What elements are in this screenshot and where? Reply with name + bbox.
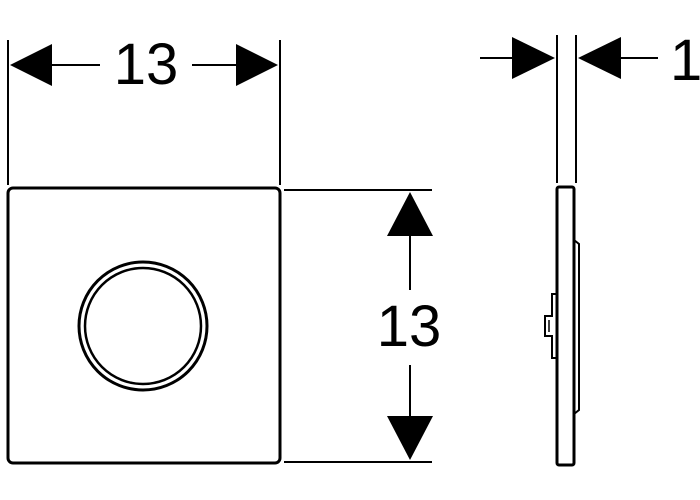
button-outer-ring [77,260,209,392]
front-plate-outline [6,186,282,465]
width-arrow-right [236,44,278,86]
height-arrow-top [387,192,433,236]
depth-label: 1 [670,28,700,93]
depth-dimension: 1 [480,28,700,183]
button-inner-ring [83,266,203,386]
height-label: 13 [377,294,442,359]
side-rear-frame [573,239,580,415]
side-plate-outline [555,185,576,467]
height-arrow-bottom [387,416,433,460]
side-actuator [544,293,557,359]
front-view [6,186,282,465]
depth-arrow-right [578,37,621,79]
width-dimension: 13 [7,32,281,185]
width-arrow-left [10,44,52,86]
height-dimension: 13 [284,189,442,463]
depth-arrow-left [512,37,555,79]
width-label: 13 [114,32,179,97]
side-view [544,185,580,467]
